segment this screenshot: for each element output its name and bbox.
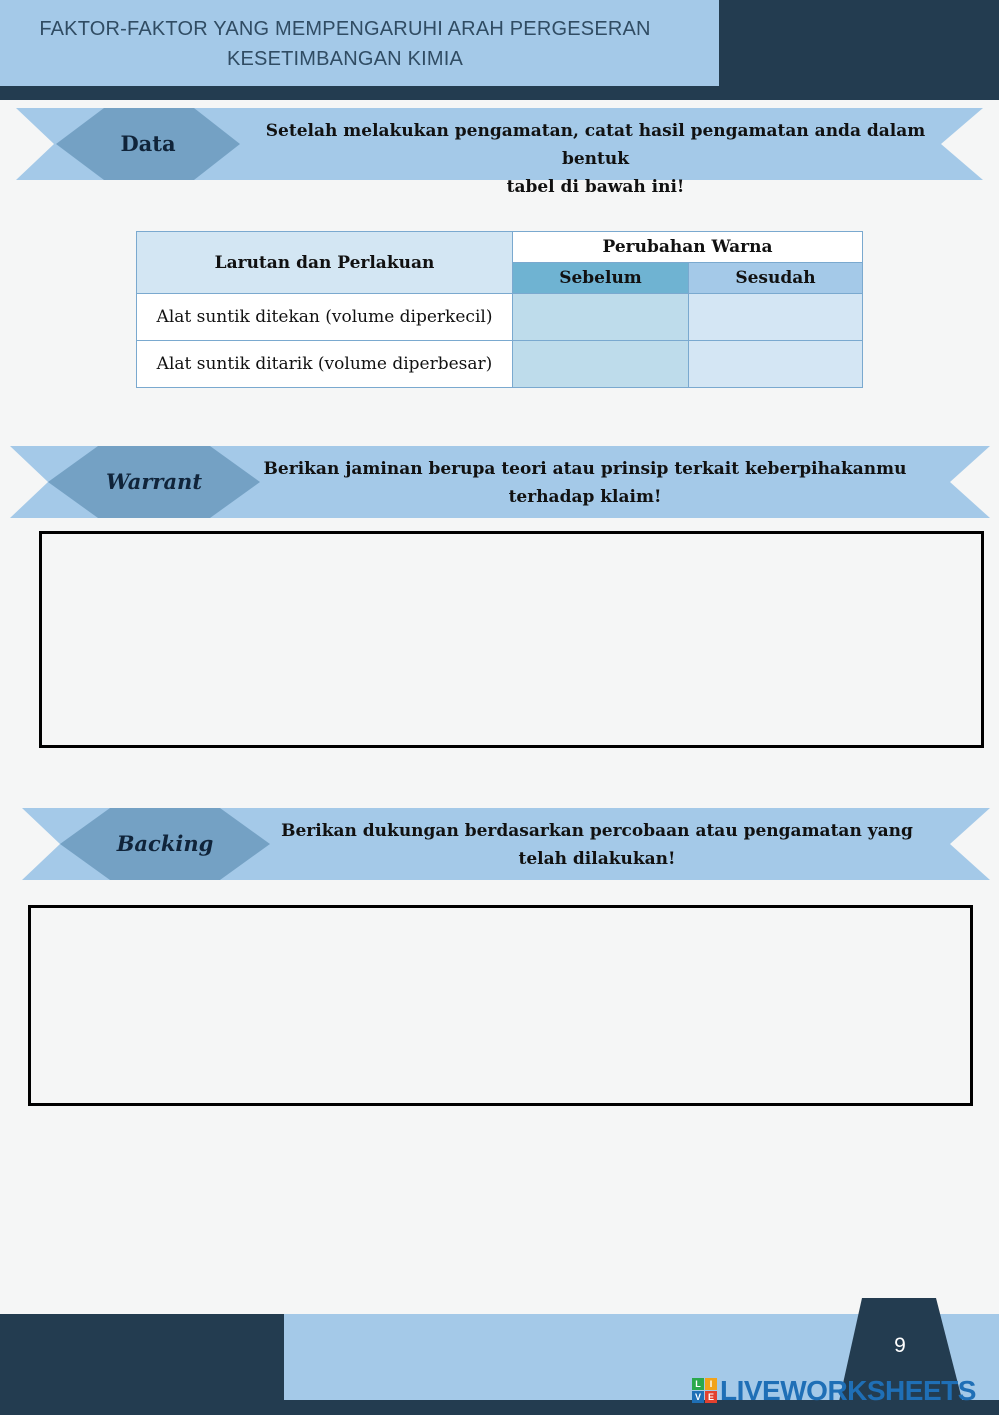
page-title: FAKTOR-FAKTOR YANG MEMPENGARUHI ARAH PER… [0,14,690,74]
page-number: 9 [894,1334,906,1357]
page-title-line1: FAKTOR-FAKTOR YANG MEMPENGARUHI ARAH PER… [39,18,651,40]
warrant-instruction-line1: Berikan jaminan berupa teori atau prinsi… [263,459,907,479]
data-instruction: Setelah melakukan pengamatan, catat hasi… [238,117,953,201]
answer-cell-after[interactable] [688,340,863,388]
column-header-solution: Larutan dan Perlakuan [136,231,513,294]
row-label-pressed: Alat suntik ditekan (volume diperkecil) [136,293,513,341]
liveworksheets-badge-icon: L I V E [692,1378,718,1404]
backing-instruction-line2: telah dilakukan! [518,849,676,869]
column-header-color-change: Perubahan Warna [512,231,863,263]
backing-instruction-line1: Berikan dukungan berdasarkan percobaan a… [281,821,913,841]
header-title-panel [0,0,719,86]
warrant-answer-box[interactable] [39,531,984,748]
answer-cell-before[interactable] [512,293,689,341]
warrant-label: Warrant [105,469,203,494]
table-subheader-row: Sebelum Sesudah [137,262,863,294]
row-label-pulled: Alat suntik ditarik (volume diperbesar) [136,340,513,388]
warrant-instruction-line2: terhadap klaim! [508,487,662,507]
warrant-instruction: Berikan jaminan berupa teori atau prinsi… [260,455,910,511]
table-header-row: Larutan dan Perlakuan Perubahan Warna [136,231,863,294]
backing-banner: Backing Berikan dukungan berdasarkan per… [22,808,990,880]
answer-cell-before[interactable] [512,340,689,388]
data-instruction-line1: Setelah melakukan pengamatan, catat hasi… [265,121,926,169]
column-header-before: Sebelum [512,262,689,294]
page-title-line2: KESETIMBANGAN KIMIA [226,48,464,70]
table-row: Alat suntik ditekan (volume diperkecil) [136,293,863,341]
data-banner: Data Setelah melakukan pengamatan, catat… [16,108,983,197]
page-number-tab [836,1298,966,1415]
table-row: Alat suntik ditarik (volume diperbesar) [136,340,863,388]
backing-answer-box[interactable] [28,905,973,1106]
data-instruction-line2: tabel di bawah ini! [506,177,685,197]
warrant-banner: Warrant Berikan jaminan berupa teori ata… [10,446,990,518]
liveworksheets-brand: LIVEWORKSHEETS [720,1375,976,1406]
column-header-after: Sesudah [688,262,863,294]
warrant-banner-ribbon [10,446,990,518]
backing-label: Backing [116,831,214,856]
data-banner-ribbon [16,108,983,180]
backing-banner-ribbon [22,808,990,880]
observation-table: Larutan dan Perlakuan Perubahan Warna Se… [136,231,863,388]
backing-instruction: Berikan dukungan berdasarkan percobaan a… [272,817,922,873]
data-label: Data [120,131,176,156]
answer-cell-after[interactable] [688,293,863,341]
